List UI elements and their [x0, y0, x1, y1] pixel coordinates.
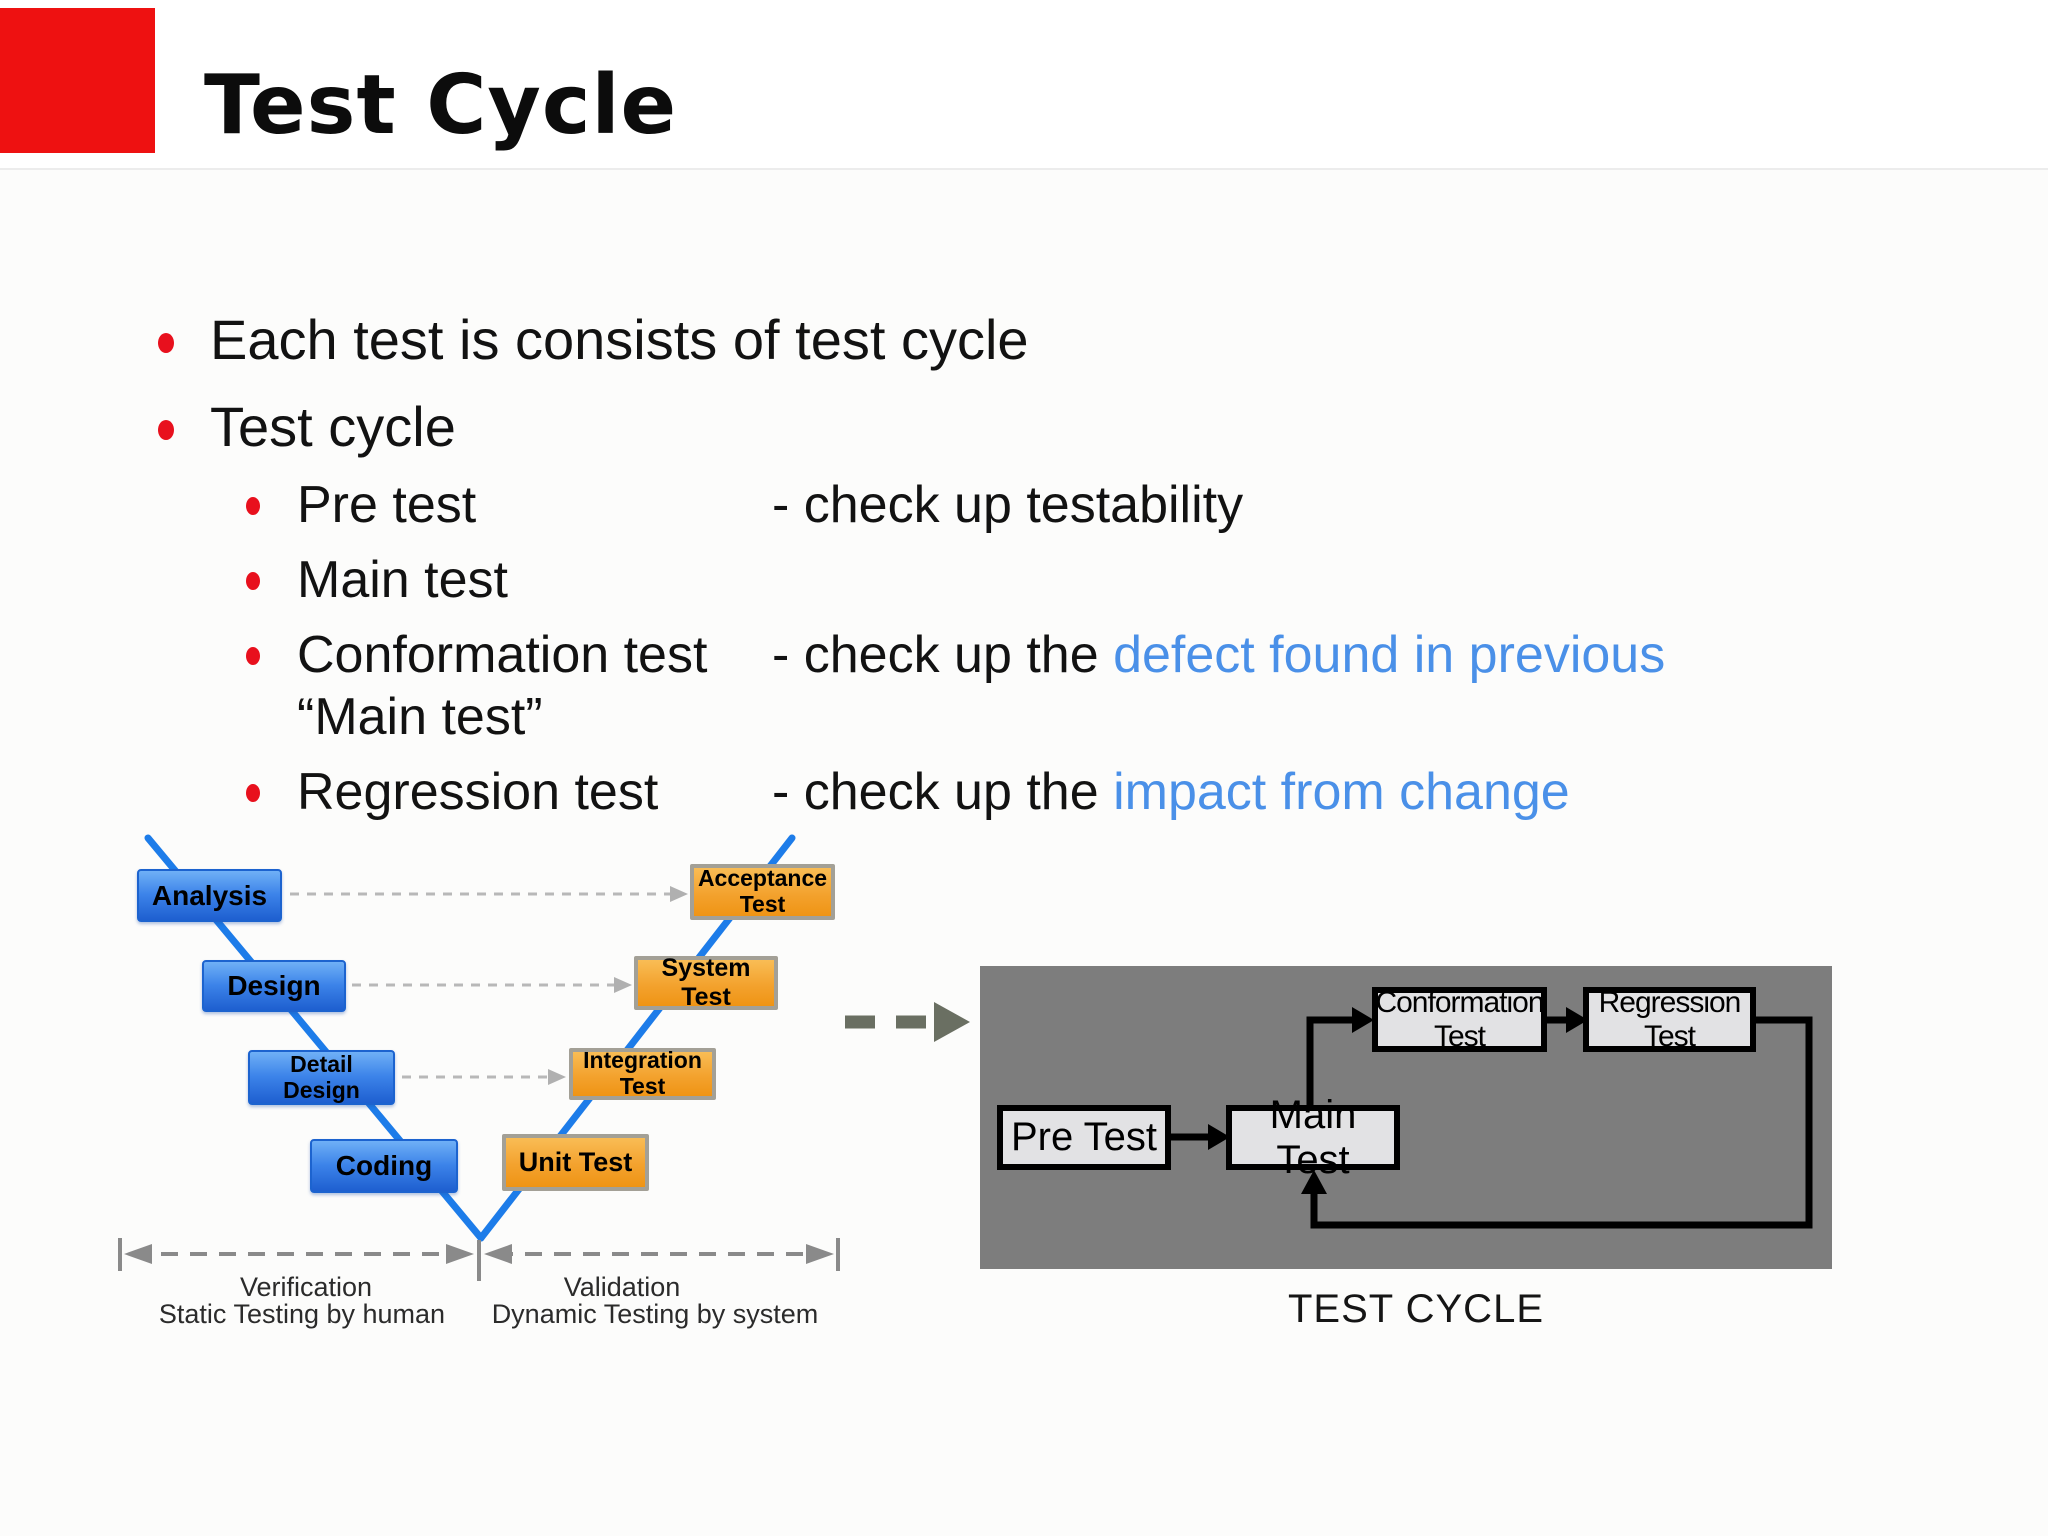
vmodel-box-acceptance-test: Acceptance Test [690, 864, 835, 920]
arrowhead-icon [1352, 1007, 1374, 1033]
vmodel-box-analysis: Analysis [137, 869, 282, 922]
sub-bullet-desc: - check up testability [772, 476, 1244, 534]
vmodel-box-design: Design [202, 960, 346, 1012]
cycle-box-regression-test: Regression Test [1583, 986, 1756, 1053]
vmodel-box-coding: Coding [310, 1139, 458, 1193]
vmodel-box-integration-test: Integration Test [569, 1047, 716, 1100]
sub-bullet-name: Regression test [297, 763, 659, 821]
brand-red-square [0, 8, 155, 153]
bullet-dot [158, 333, 174, 353]
sub-bullet-wrap-text: “Main test” [297, 688, 543, 746]
cycle-box-pre-test: Pre Test [997, 1105, 1171, 1170]
arrowhead-icon [1566, 1007, 1588, 1033]
desc-prefix: - check up the [772, 626, 1114, 684]
bullet-dot [158, 420, 174, 440]
arrowhead-icon [806, 1244, 834, 1264]
arrow-regression-loopback [1310, 1016, 1813, 1229]
arrow-maintest-conformation [1306, 1016, 1356, 1106]
sub-bullet-name: Conformation test [297, 626, 708, 684]
test-cycle-caption: TEST CYCLE [1288, 1287, 1544, 1331]
arrowhead-icon [614, 977, 632, 993]
page-title: Test Cycle [204, 58, 678, 153]
arrowhead-icon [670, 886, 688, 902]
cycle-box-main-test: Main Test [1226, 1093, 1400, 1182]
arrowhead-icon [548, 1069, 566, 1085]
vmodel-box-system-test: System Test [634, 954, 778, 1011]
arrowhead-icon [446, 1244, 474, 1264]
arrowhead-icon [1208, 1124, 1230, 1150]
vmodel-box-detail-design: Detail Design [248, 1050, 395, 1105]
verification-sublabel: Static Testing by human [158, 1299, 446, 1329]
bullet-dot [246, 572, 260, 590]
sub-bullet-name: Main test [297, 551, 508, 609]
sub-bullet-name: Pre test [297, 476, 477, 534]
arrowhead-icon [484, 1244, 512, 1264]
arrowhead-icon [1301, 1170, 1327, 1194]
arrowhead-icon [124, 1244, 152, 1264]
sub-bullet-desc: - check up the defect found in previous [772, 624, 1665, 686]
verification-label: Verification [239, 1272, 373, 1302]
cycle-box-conformation-test: Conformation Test [1372, 986, 1547, 1053]
bullet-text: Each test is consists of test cycle [210, 308, 1029, 371]
sub-bullet-desc: - check up the impact from change [772, 761, 1570, 823]
desc-prefix: - check up the [772, 763, 1114, 821]
desc-highlight: impact from change [1113, 763, 1570, 821]
validation-sublabel: Dynamic Testing by system [491, 1299, 819, 1329]
vmodel-box-unit-test: Unit Test [502, 1134, 649, 1191]
header-divider [0, 168, 2048, 170]
slide-body-background [0, 170, 2048, 1536]
validation-label: Validation [563, 1272, 681, 1302]
bullet-text: Test cycle [210, 395, 456, 458]
bullet-dot [246, 647, 260, 665]
desc-highlight: defect found in previous [1113, 626, 1666, 684]
bullet-dot [246, 784, 260, 802]
arrowhead-icon [934, 1002, 970, 1042]
bullet-dot [246, 497, 260, 515]
